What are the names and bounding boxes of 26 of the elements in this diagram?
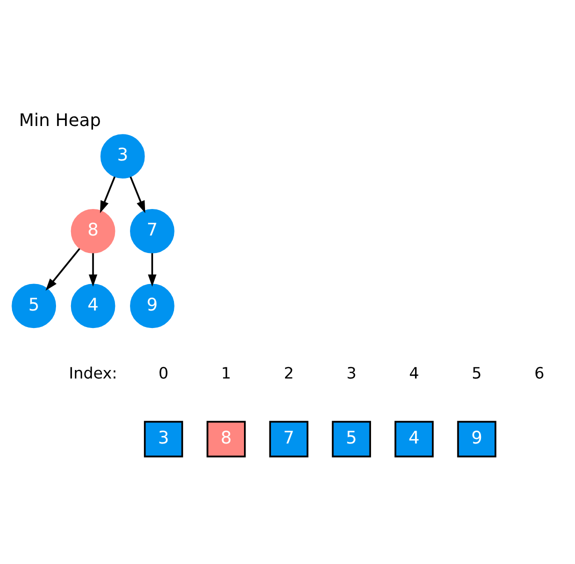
arrow <box>100 176 116 213</box>
node-circle: 7 <box>130 208 174 253</box>
arrow <box>148 252 156 286</box>
label: Index: <box>68 363 118 382</box>
node-circle: 8 <box>70 208 116 253</box>
node-circle: 3 <box>100 134 145 178</box>
node-box: 7 <box>269 420 308 457</box>
node-box: 3 <box>144 420 184 457</box>
node-circle: 5 <box>12 283 56 328</box>
node-box: 4 <box>394 420 434 457</box>
label: 1 <box>221 363 232 382</box>
node-circle: 9 <box>130 283 174 328</box>
diagram-title: Min Heap <box>19 110 101 130</box>
label: 5 <box>472 363 482 382</box>
arrow <box>46 248 80 290</box>
label: 4 <box>409 363 420 382</box>
node-box: 8 <box>206 420 246 457</box>
node-box: 9 <box>457 420 496 457</box>
node-box: 5 <box>332 420 372 457</box>
arrow <box>130 176 146 213</box>
label: 2 <box>284 363 294 382</box>
label: 6 <box>534 363 544 382</box>
label: 0 <box>158 363 168 382</box>
arrow <box>88 252 98 286</box>
label: 3 <box>346 363 356 382</box>
node-circle: 4 <box>70 283 116 328</box>
